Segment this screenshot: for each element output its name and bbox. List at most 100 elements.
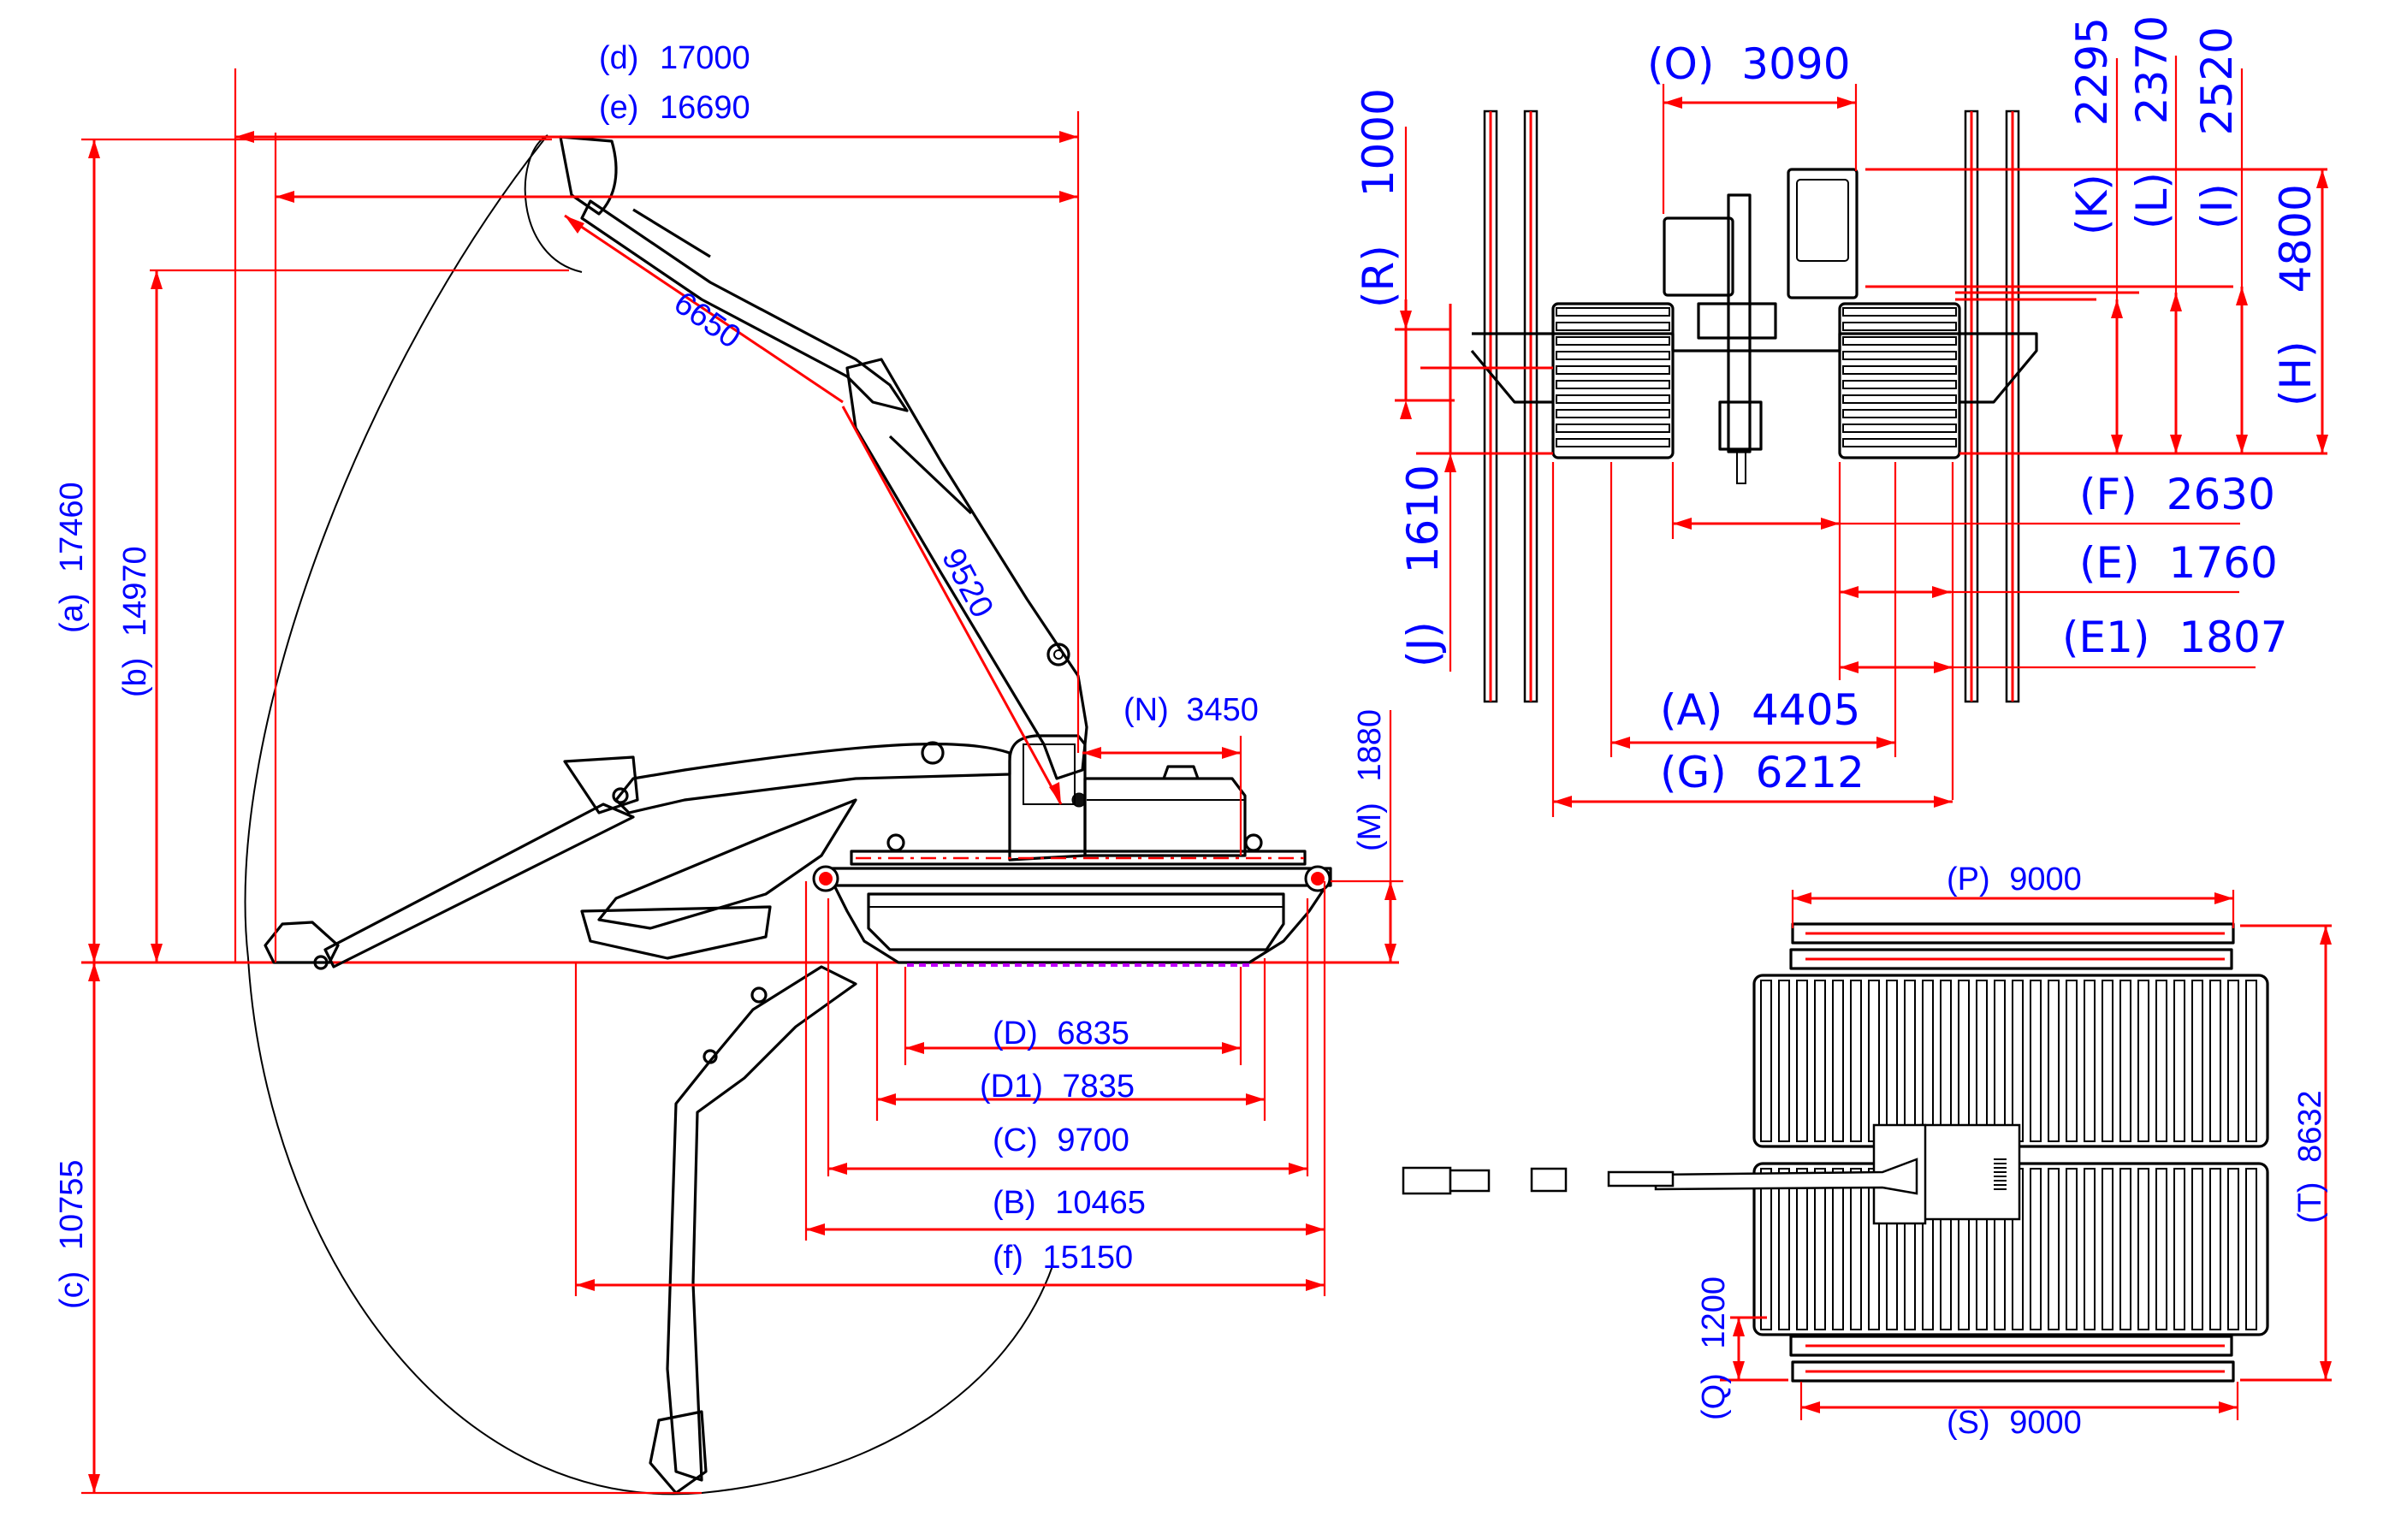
dim-label-D1: (D1) 7835 (980, 1069, 1135, 1105)
top-pontoon-tracks (1752, 974, 2269, 1336)
dim-label-O: (O) 3090 (1647, 39, 1851, 89)
track-slat (2155, 1168, 2167, 1330)
arrowhead-icon (2170, 435, 2182, 453)
track-slat (1832, 980, 1844, 1142)
arrowhead-icon (151, 944, 163, 962)
track-slat (2102, 1168, 2113, 1330)
track-slat (1922, 980, 1934, 1142)
top-view-dimension-lines (1720, 890, 2332, 1420)
dim-label-boom-length: 9520 (934, 543, 1000, 624)
dim-label-b: (b) 14970 (117, 546, 153, 697)
dim-label-F: (F) 2630 (2079, 470, 2275, 519)
dim-label-P: (P) 9000 (1947, 862, 2082, 897)
track-slat (2137, 1168, 2149, 1330)
arrowhead-icon (1384, 944, 1396, 962)
digging-envelope-curve (244, 134, 1053, 1496)
track-slat (2227, 980, 2239, 1142)
pontoon-slat (1842, 322, 1957, 331)
pontoon-slat (1556, 351, 1670, 360)
arrowhead-icon (1611, 737, 1630, 749)
arrowhead-icon (276, 191, 294, 203)
track-slat (1976, 980, 1988, 1142)
arrowhead-icon (1400, 311, 1412, 329)
arrowhead-icon (2320, 1361, 2332, 1380)
arrowhead-icon (2170, 293, 2182, 311)
track-slat (2084, 1168, 2096, 1330)
track-slat (2066, 1168, 2078, 1330)
arrowhead-icon (2236, 435, 2248, 453)
track-slat (1868, 980, 1880, 1142)
track-slat (1850, 1168, 1862, 1330)
pontoon-slat (1556, 307, 1670, 317)
arrowhead-icon (2214, 892, 2233, 904)
arrowhead-icon (2111, 435, 2123, 453)
track-slat (1886, 980, 1898, 1142)
track-slat (2191, 1168, 2203, 1330)
arrowhead-icon (1821, 518, 1840, 530)
dim-label-E: (E) 1760 (2079, 538, 2278, 588)
arrowhead-icon (1663, 97, 1682, 109)
arrowhead-icon (1876, 737, 1895, 749)
arrowhead-icon (1733, 1361, 1745, 1380)
dim-label-L: (L) 2370 (2127, 15, 2177, 229)
arrowhead-icon (1553, 796, 1572, 808)
dim-label-M: (M) 1880 (1352, 709, 1388, 851)
arrowhead-icon (1444, 453, 1456, 472)
dimension-arrowheads (88, 97, 2332, 1493)
pontoon-slat (1842, 394, 1957, 404)
front-upper-body (1663, 168, 1859, 484)
pontoon-slat (1556, 365, 1670, 375)
track-slat (2102, 980, 2113, 1142)
arrowhead-icon (565, 216, 584, 234)
arrowhead-icon (88, 944, 100, 962)
dim-label-I: (I) 2520 (2192, 27, 2242, 229)
spud-poles (1483, 110, 2020, 703)
raised-boom-arm (559, 135, 1088, 808)
excavator-upper-structure (1008, 734, 1247, 862)
dim-label-N: (N) 3450 (1123, 692, 1259, 728)
arrowhead-icon (1733, 1318, 1745, 1336)
front-view-dimension-lines (1395, 56, 2327, 817)
side-view-dimension-lines (81, 68, 1403, 1495)
arrowhead-icon (1840, 661, 1859, 673)
pontoon-slat (1556, 438, 1670, 447)
track-slat (1832, 1168, 1844, 1330)
track-slat (2173, 980, 2185, 1142)
pontoon-slat (1842, 438, 1957, 447)
track-slat (1760, 980, 1772, 1142)
front-pontoons (1470, 302, 2038, 459)
bucket-swing-arc (524, 134, 583, 273)
horizontal-boom-arm (264, 741, 1011, 970)
dim-label-C: (C) 9700 (993, 1122, 1129, 1158)
pontoon-slat (1842, 424, 1957, 433)
dim-label-T: (T) 8632 (2292, 1090, 2328, 1223)
track-slat (2084, 980, 2096, 1142)
dim-label-G: (G) 6212 (1660, 748, 1864, 797)
arrowhead-icon (1840, 586, 1859, 598)
track-slat (1814, 1168, 1826, 1330)
arrowhead-icon (1246, 1093, 1265, 1105)
pontoon-slat (1842, 351, 1957, 360)
pontoon-slat (1842, 307, 1957, 317)
arrowhead-icon (1934, 661, 1953, 673)
track-slat (2137, 980, 2149, 1142)
track-slat (2119, 980, 2131, 1142)
pontoon-slat (1556, 336, 1670, 346)
track-slat (2048, 980, 2060, 1142)
front-view (1395, 56, 2327, 817)
track-slat (2048, 1168, 2060, 1330)
track-slat (1904, 980, 1916, 1142)
arrowhead-icon (1934, 796, 1953, 808)
pontoon-slat (1842, 380, 1957, 389)
arrowhead-icon (1932, 586, 1951, 598)
arrowhead-icon (877, 1093, 896, 1105)
arrowhead-icon (88, 1474, 100, 1493)
arrowhead-icon (151, 270, 163, 289)
dim-label-f: (f) 15150 (993, 1240, 1133, 1276)
arrowhead-icon (905, 1042, 924, 1054)
dim-label-R: (R) 1000 (1354, 88, 1403, 308)
pontoon-slat (1842, 365, 1957, 375)
dim-label-e: (e) 16690 (599, 90, 750, 126)
arrowhead-icon (1837, 97, 1856, 109)
